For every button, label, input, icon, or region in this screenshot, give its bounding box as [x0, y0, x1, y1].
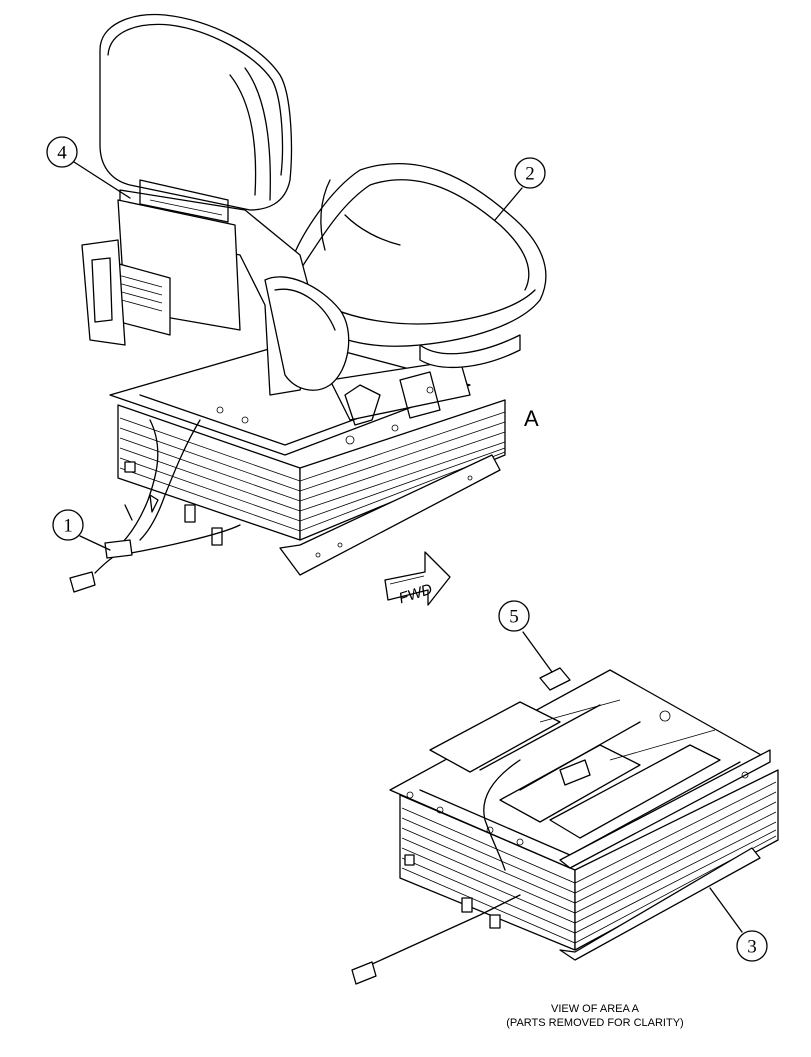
callout-3-label: 3 — [747, 937, 757, 958]
detail-wire-harness — [351, 759, 521, 985]
detail-suspension-base — [399, 769, 779, 961]
callout-1: 1 — [52, 509, 111, 551]
callout-4-label: 4 — [57, 143, 67, 164]
callout-2-label: 2 — [525, 164, 535, 185]
callout-5: 5 — [498, 600, 553, 673]
forward-arrow: FWD — [384, 551, 451, 607]
callout-2: 2 — [494, 157, 546, 221]
callout-4: 4 — [46, 136, 131, 199]
view-caption-note: (PARTS REMOVED FOR CLARITY) — [506, 1017, 684, 1029]
seat-assembly — [69, 13, 547, 593]
view-caption-title: VIEW OF AREA A — [550, 1003, 640, 1015]
wire-harness — [69, 419, 241, 593]
callout-5-label: 5 — [509, 607, 519, 628]
callout-1-label: 1 — [63, 516, 73, 537]
suspension-base — [117, 399, 506, 576]
seat-back — [81, 13, 350, 396]
seat-cushion — [289, 162, 547, 368]
callout-3: 3 — [709, 887, 768, 962]
seat-mount-plate — [109, 339, 471, 456]
detail-view-a — [351, 667, 779, 985]
area-a-label: A — [524, 406, 539, 431]
